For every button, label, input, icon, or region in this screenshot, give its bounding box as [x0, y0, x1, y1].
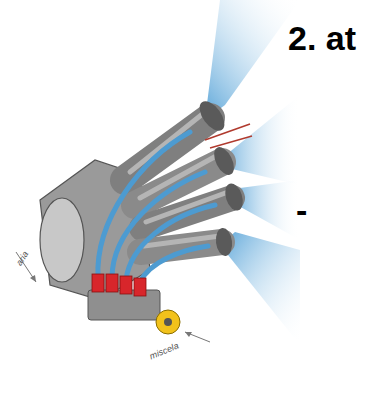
- cylinder-head: [40, 198, 84, 282]
- hose: [126, 205, 215, 280]
- heading: 2. at: [288, 16, 358, 60]
- part-label: miscela: [148, 341, 180, 362]
- hose: [140, 246, 208, 282]
- fuel-pump: [88, 290, 160, 320]
- bell-mouth: [214, 227, 233, 257]
- gear: [156, 310, 180, 334]
- wire: [205, 124, 250, 140]
- bullet-dash: -: [296, 190, 307, 230]
- spray-cone: [205, 0, 300, 120]
- bell-mouth: [210, 144, 238, 178]
- injector: [106, 274, 118, 292]
- arrow-head: [185, 332, 192, 337]
- injector: [120, 276, 132, 294]
- bell-mouth: [195, 97, 230, 135]
- intake-runners: [125, 112, 232, 252]
- bell-mouth: [222, 181, 246, 213]
- runner-highlight: [130, 112, 205, 172]
- gear-hub: [164, 318, 172, 326]
- injectors: [92, 274, 146, 296]
- wire: [210, 136, 252, 148]
- mixture-arrow: [185, 332, 210, 342]
- arrow-head: [30, 275, 36, 282]
- injector: [92, 274, 104, 292]
- fuel-hoses: [98, 132, 215, 282]
- injector: [134, 278, 146, 296]
